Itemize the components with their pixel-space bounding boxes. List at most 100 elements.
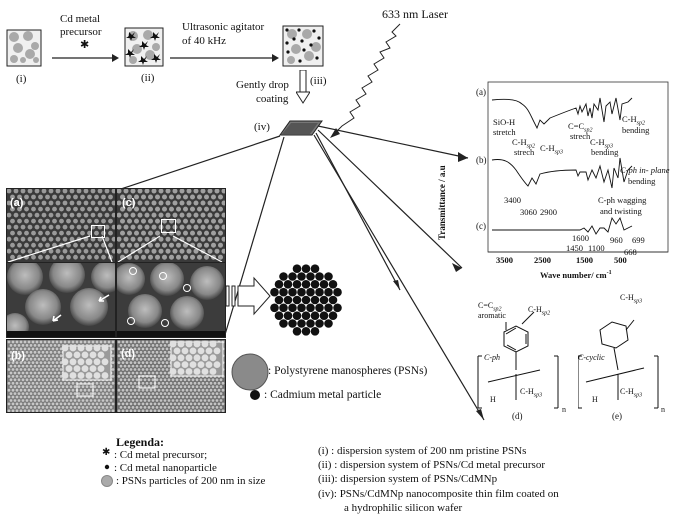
sem-particle xyxy=(144,212,150,218)
sem-particle xyxy=(141,347,145,351)
sem-particle xyxy=(173,347,181,355)
sem-b-label: (b) xyxy=(11,350,26,362)
sem-particle xyxy=(157,361,161,364)
sem-particle xyxy=(221,409,225,412)
sem-particle xyxy=(183,406,187,409)
sem-particle xyxy=(145,368,149,371)
sem-particle xyxy=(27,395,31,399)
sem-particle xyxy=(123,378,127,382)
sem-particle xyxy=(183,194,188,200)
sem-particle xyxy=(121,395,125,399)
sem-particle xyxy=(169,340,177,348)
sem-particle xyxy=(53,357,57,361)
ftir-peak-960: 960 xyxy=(610,235,623,245)
ftir-peak-3060: 3060 xyxy=(520,207,537,217)
sem-particle xyxy=(59,368,63,371)
sem-particle xyxy=(141,354,145,358)
sem-particle xyxy=(172,248,178,254)
sem-particle xyxy=(45,357,49,361)
sem-particle xyxy=(73,230,78,236)
sem-particle xyxy=(55,361,59,364)
sem-particle xyxy=(89,351,97,359)
sem-particle xyxy=(55,224,61,230)
sem-particle xyxy=(129,388,133,392)
sem-particle xyxy=(11,347,15,351)
sem-particle xyxy=(121,354,125,358)
sem-particle xyxy=(17,350,21,354)
struct-e-n: n xyxy=(661,405,665,414)
sem-particle xyxy=(24,230,29,236)
sem-particle xyxy=(183,385,187,389)
sem-particle xyxy=(90,236,96,242)
sem-particle xyxy=(123,364,127,368)
sem-particle xyxy=(203,378,207,382)
sem-particle xyxy=(51,340,55,344)
sem-particle xyxy=(47,395,51,399)
sem-particle xyxy=(31,402,35,406)
sem-particle xyxy=(41,371,45,375)
sem-particle xyxy=(111,381,115,385)
sem-particle xyxy=(135,364,139,368)
sem-particle xyxy=(217,388,221,392)
sem-particle xyxy=(34,212,40,218)
sem-particle xyxy=(77,372,85,379)
sem-particle xyxy=(119,371,123,375)
sem-particle xyxy=(57,344,61,347)
ftir-ann-cc-sp2: C=Csp2 xyxy=(568,121,593,134)
cluster-sphere xyxy=(310,311,320,320)
sem-particle xyxy=(91,340,95,344)
sem-particle xyxy=(52,206,57,212)
sem-particle xyxy=(65,392,69,395)
sem-particle xyxy=(108,194,113,200)
ftir-xtick-2500: 2500 xyxy=(534,255,551,265)
sem-particle xyxy=(119,385,123,389)
sem-particle xyxy=(177,354,185,362)
cluster-sphere xyxy=(279,319,288,328)
sem-particle xyxy=(35,361,39,364)
sem-particle xyxy=(93,358,101,366)
sem-particle xyxy=(111,224,115,230)
sem-particle xyxy=(218,242,223,248)
cluster-sphere xyxy=(283,295,293,305)
sem-particle xyxy=(66,242,71,248)
sem-particle xyxy=(15,388,19,392)
sem-particle xyxy=(77,385,81,389)
sem-particle xyxy=(121,368,125,371)
sem-particle xyxy=(81,399,85,402)
sem-particle xyxy=(127,230,132,236)
sem-particle xyxy=(77,406,81,409)
sem-particle xyxy=(83,340,87,344)
sem-particle xyxy=(221,248,225,254)
cluster-sphere xyxy=(324,303,333,313)
sem-particle xyxy=(175,392,179,395)
sem-particle xyxy=(27,354,31,358)
sem-particle xyxy=(83,212,89,218)
sem-particle xyxy=(151,357,155,361)
sem-particle xyxy=(109,406,113,409)
sem-particle xyxy=(197,409,201,412)
sem-particle xyxy=(137,347,141,351)
sem-particle xyxy=(218,254,223,260)
sem-particle xyxy=(99,402,103,406)
sem-particle xyxy=(47,361,51,364)
arrow2-label-line2: of 40 kHz xyxy=(182,35,226,47)
sem-particle xyxy=(165,236,171,242)
sem-particle xyxy=(108,230,113,236)
cluster-sphere xyxy=(310,280,320,289)
sem-particle xyxy=(23,388,27,392)
sem-particle xyxy=(87,242,92,248)
sem-particle xyxy=(127,364,131,368)
sem-particle xyxy=(51,381,55,385)
sem-particle xyxy=(59,395,63,399)
sem-particle xyxy=(165,212,171,218)
sem-particle xyxy=(203,406,207,409)
sem-particle xyxy=(179,189,185,194)
sem-particle xyxy=(81,351,89,359)
sem-particle xyxy=(137,248,143,254)
ftir-peak-699: 699 xyxy=(632,235,645,245)
sem-particle xyxy=(119,357,123,361)
sem-particle xyxy=(39,354,43,358)
sem-particle xyxy=(47,402,51,406)
sem-particle xyxy=(109,392,113,395)
sem-particle xyxy=(51,402,55,406)
